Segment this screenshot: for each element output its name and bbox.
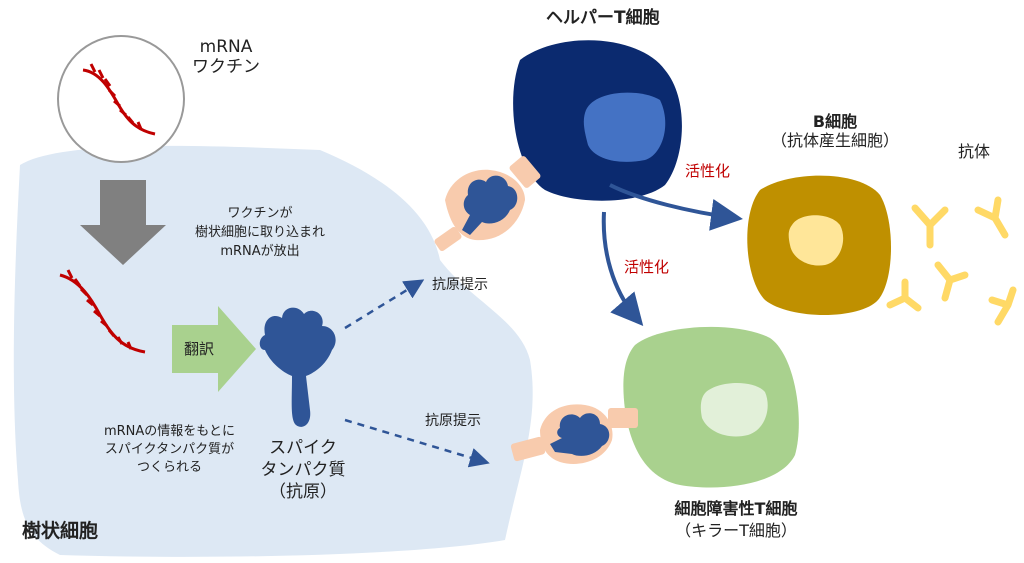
activation-arrow-to-b	[609, 183, 743, 231]
killer-t-label: 細胞障害性T細胞 （キラーT細胞）	[636, 498, 836, 541]
activation-label-killer: 活性化	[624, 258, 670, 276]
activation-label-b: 活性化	[685, 162, 731, 180]
helper-t-nucleus	[583, 92, 666, 162]
b-cell-label-line2: （抗体産生細胞）	[770, 131, 899, 151]
spike-protein-label: スパイク タンパク質 （抗原）	[253, 437, 353, 503]
killer-receptor-complex	[510, 404, 638, 464]
spike-note-line1: mRNAの情報をもとに	[103, 424, 236, 439]
activation-arrow-to-killer	[601, 211, 644, 327]
uptake-note: ワクチンが 樹状細胞に取り込まれ mRNAが放出	[175, 205, 345, 262]
antigen-presentation-lower-label: 抗原提示	[425, 413, 481, 429]
spike-protein-line1: スパイク	[269, 438, 337, 458]
antibodies	[886, 196, 1017, 326]
presentation-arrow-lower	[344, 418, 490, 468]
uptake-arrow	[80, 180, 166, 265]
translation-label: 翻訳	[184, 340, 215, 358]
mrna-strand-in-cell	[59, 269, 146, 354]
vaccine-label: mRNA ワクチン	[186, 37, 266, 78]
spike-protein-line2: タンパク質	[260, 460, 346, 481]
killer-t-label-line1: 細胞障害性T細胞	[674, 499, 798, 518]
killer-t-label-line2: （キラーT細胞）	[675, 520, 797, 540]
uptake-note-line3: mRNAが放出	[220, 243, 300, 259]
mrna-vaccine-circle	[57, 35, 185, 163]
spike-note-line3: つくられる	[136, 460, 202, 476]
helper-receptor-complex	[434, 156, 541, 252]
vaccine-label-line2: ワクチン	[192, 57, 260, 78]
uptake-note-line1: ワクチンが	[227, 206, 293, 221]
b-cell-label: B細胞 （抗体産生細胞）	[750, 112, 920, 150]
spike-note: mRNAの情報をもとに スパイクタンパク質が つくられる	[82, 423, 257, 478]
vaccine-label-line1: mRNA	[199, 37, 253, 57]
helper-t-label: ヘルパーT細胞	[546, 8, 660, 28]
mrna-strand-in-vaccine	[82, 63, 156, 136]
translation-arrow	[172, 306, 256, 392]
dendritic-cell-label: 樹状細胞	[22, 520, 99, 542]
killer-t-nucleus	[700, 383, 768, 437]
spike-protein-line3: （抗原）	[269, 482, 337, 503]
uptake-note-line2: 樹状細胞に取り込まれ	[194, 224, 325, 240]
spike-protein-shape	[259, 307, 336, 427]
antigen-presentation-upper-label: 抗原提示	[432, 277, 488, 293]
presentation-arrow-upper	[344, 279, 425, 330]
b-cell-nucleus	[788, 215, 844, 266]
b-cell-label-line1: B細胞	[812, 112, 858, 131]
antibody-label: 抗体	[958, 142, 991, 161]
spike-note-line2: スパイクタンパク質が	[104, 442, 235, 458]
